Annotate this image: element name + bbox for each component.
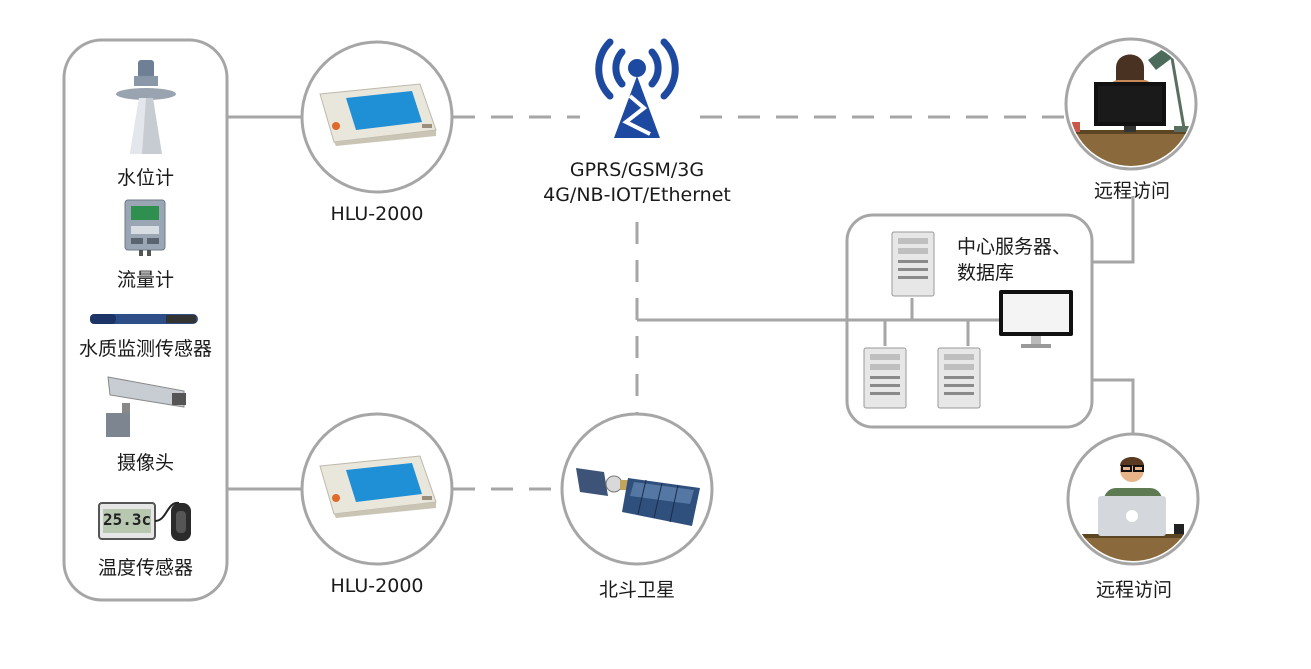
tower-label-line2: 4G/NB-IOT/Ethernet xyxy=(543,184,731,206)
remote-bottom-label: 远程访问 xyxy=(1095,579,1172,601)
water-level-label: 水位计 xyxy=(116,167,174,189)
server-tower-icon-3 xyxy=(937,347,981,409)
server-tower-icon-2 xyxy=(863,347,907,409)
tower-label-line1: GPRS/GSM/3G xyxy=(569,159,705,181)
bottom-terminal-label: HLU-2000 xyxy=(330,575,424,597)
radar-level-meter-icon xyxy=(116,60,176,154)
monitor-icon xyxy=(999,290,1073,348)
satellite-icon xyxy=(576,468,700,526)
water-quality-label: 水质监测传感器 xyxy=(78,338,212,360)
link-server-remote-top xyxy=(1092,196,1135,264)
temperature-sensor-label: 温度传感器 xyxy=(97,557,193,579)
sensor-group-box xyxy=(62,38,229,602)
satellite-label: 北斗卫星 xyxy=(598,579,675,601)
top-terminal-label: HLU-2000 xyxy=(330,203,424,225)
camera-icon xyxy=(106,376,186,437)
server-tower-icon xyxy=(891,231,935,297)
server-label-line2: 数据库 xyxy=(957,262,1015,284)
thermometer-icon xyxy=(98,501,191,541)
water-quality-sensor-icon xyxy=(90,314,198,324)
remote-user-desktop-icon xyxy=(1069,48,1193,166)
flow-meter-label: 流量计 xyxy=(116,269,174,291)
hlu-terminal-bottom-icon xyxy=(319,455,437,518)
remote-top-label: 远程访问 xyxy=(1093,180,1170,202)
thermometer-display-value: 25.3c xyxy=(103,510,152,529)
server-label-line1: 中心服务器、 xyxy=(957,236,1072,258)
flow-meter-icon xyxy=(124,199,166,256)
camera-label: 摄像头 xyxy=(116,452,174,474)
cell-tower-icon xyxy=(595,38,679,138)
link-server-remote-bottom xyxy=(1092,378,1135,438)
remote-user-laptop-icon xyxy=(1071,457,1195,561)
hlu-terminal-top-icon xyxy=(319,83,437,146)
